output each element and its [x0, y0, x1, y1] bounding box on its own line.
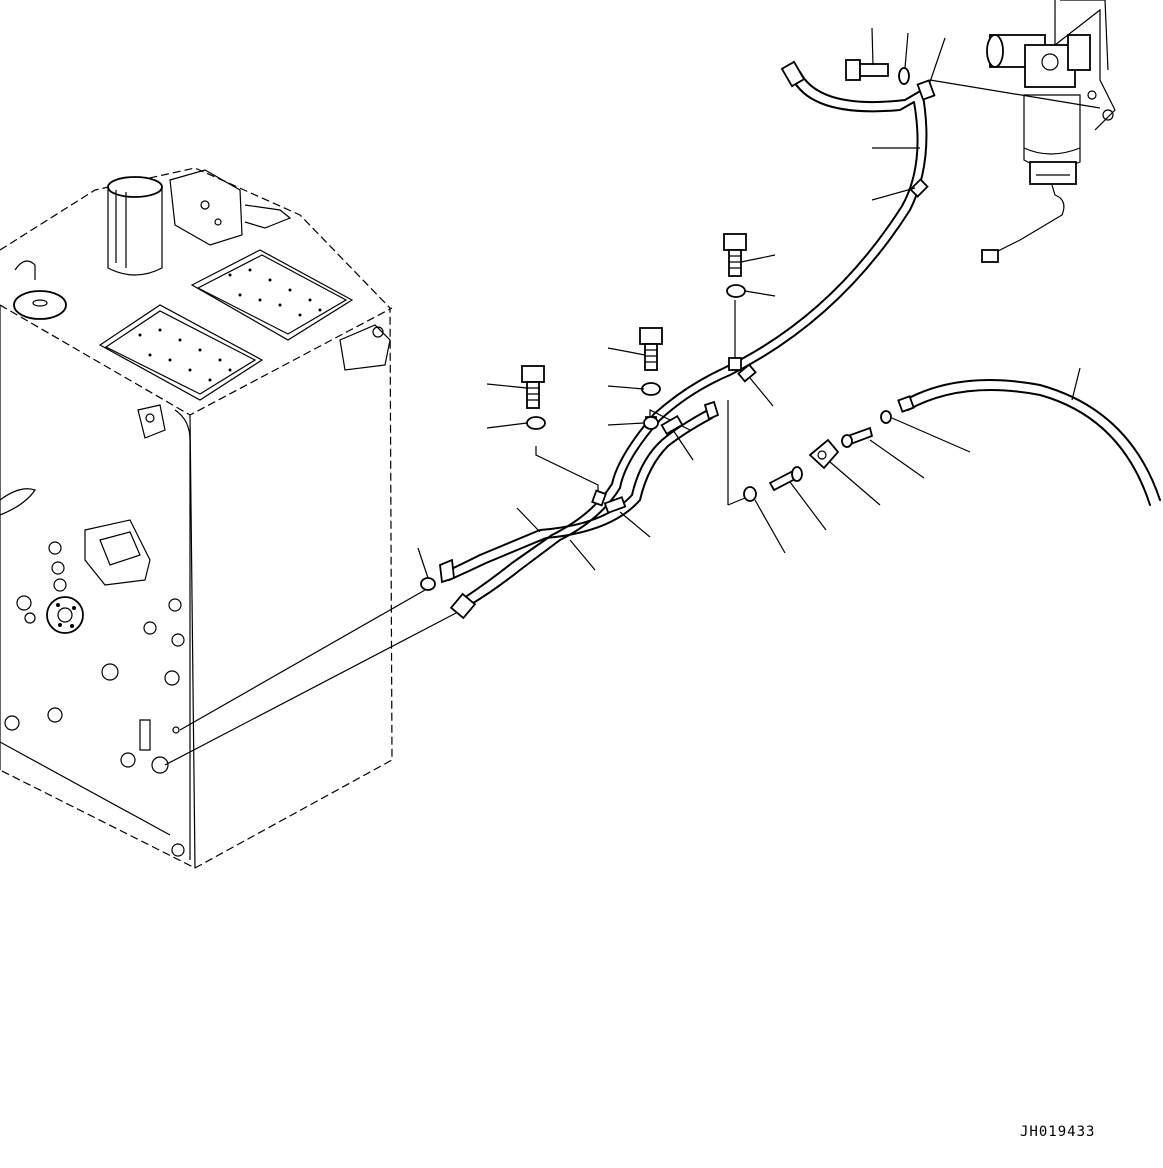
small-washer [880, 410, 892, 424]
filler-neck [107, 176, 163, 276]
hose-clamps [591, 79, 936, 514]
nut-2 [643, 416, 659, 430]
fuel-pipe-return [444, 409, 713, 581]
pin-bolt [768, 466, 803, 492]
bolt-2 [639, 327, 663, 371]
inspection-plate-upper [190, 249, 354, 341]
washer-1 [526, 416, 546, 430]
assembly-leader-lines [164, 79, 1101, 766]
bolt-top [845, 59, 889, 81]
washer-lower [420, 577, 436, 591]
loose-hose [897, 379, 1161, 506]
washer-2 [641, 382, 661, 396]
drawing-reference-code: JH019433 [1020, 1124, 1096, 1140]
plate-bolt-dots [138, 268, 322, 382]
bolt-3 [723, 233, 747, 277]
fuel-filter [981, 0, 1116, 263]
nut-loose [743, 486, 757, 502]
inspection-plate-lower [98, 304, 264, 401]
washer-3 [726, 284, 746, 298]
hose-connector [808, 438, 840, 470]
tank-fittings [4, 541, 185, 857]
washer-top [898, 67, 910, 85]
adapter-fitting [841, 426, 874, 448]
bolt-1 [521, 365, 545, 409]
fuel-tank [0, 167, 393, 869]
callout-lines [417, 27, 1081, 579]
